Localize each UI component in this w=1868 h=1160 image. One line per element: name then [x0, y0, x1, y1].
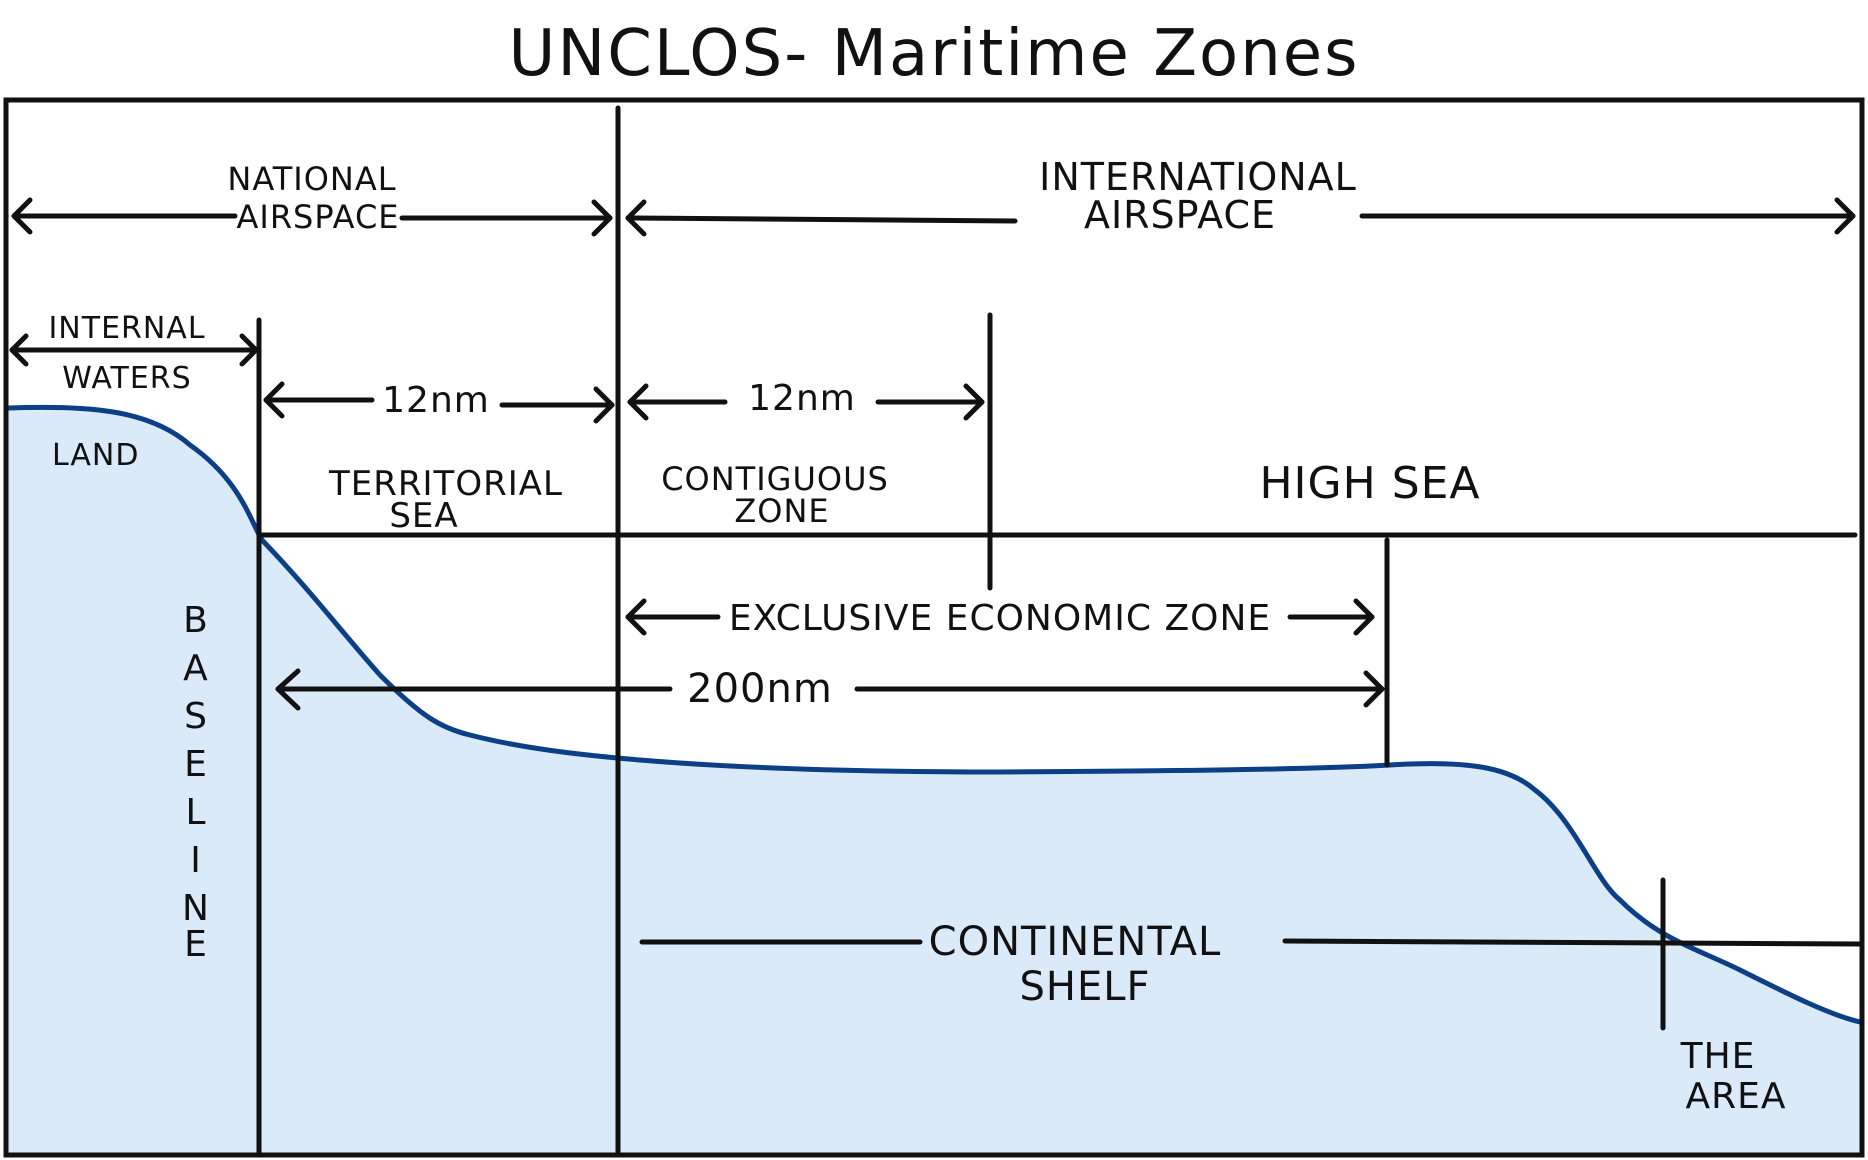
water-area [8, 407, 1860, 1155]
contiguous-zone-distance-label: 12nm [748, 378, 856, 419]
baseline-letter: L [185, 792, 206, 833]
baseline-letter: N [182, 888, 210, 929]
international-airspace-label-2: AIRSPACE [1084, 193, 1276, 237]
territorial-sea-label-1: TERRITORIAL [328, 464, 563, 504]
territorial-sea-label-2: SEA [389, 496, 458, 536]
territorial-sea-distance-label: 12nm [382, 380, 490, 421]
international-airspace-label-1: INTERNATIONAL [1039, 155, 1357, 199]
national-airspace-label-2: AIRSPACE [236, 198, 399, 236]
baseline-letter: I [190, 840, 202, 881]
internal-waters-label-1: INTERNAL [48, 311, 205, 346]
baseline-letter: E [184, 924, 208, 965]
diagram-frame [3, 97, 1865, 1158]
baseline-label: B A S E L I N E [182, 600, 210, 965]
continental-shelf-line [639, 938, 1863, 947]
internal-waters-arrow [9, 333, 259, 367]
diagram-title: UNCLOS- Maritime Zones [509, 17, 1360, 91]
international-airspace-arrow [625, 197, 1856, 237]
contiguous-zone-distance-arrow [627, 383, 985, 421]
internal-waters-label-2: WATERS [62, 361, 191, 396]
contiguous-zone-label-2: ZONE [734, 492, 829, 530]
high-sea-label: HIGH SEA [1259, 458, 1480, 509]
eez-distance-label: 200nm [687, 666, 833, 712]
territorial-sea-distance-arrow [263, 381, 615, 424]
baseline-letter: A [183, 648, 209, 689]
the-area-label-1: THE [1680, 1036, 1756, 1077]
eez-label: EXCLUSIVE ECONOMIC ZONE [729, 598, 1271, 639]
baseline-letter: E [184, 744, 208, 785]
national-airspace-arrow [11, 197, 613, 237]
national-airspace-label-1: NATIONAL [227, 160, 396, 198]
eez-distance-arrow [275, 668, 1385, 711]
land-label: LAND [52, 438, 139, 473]
the-area-label-2: AREA [1685, 1076, 1786, 1117]
continental-shelf-label-2: SHELF [1019, 964, 1150, 1010]
eez-arrow [625, 598, 1375, 636]
contiguous-zone-label-1: CONTIGUOUS [661, 460, 889, 498]
seabed-profile-line [5, 404, 1863, 1025]
baseline-letter: S [184, 696, 208, 737]
continental-shelf-label-1: CONTINENTAL [929, 919, 1222, 965]
baseline-letter: B [183, 600, 209, 641]
